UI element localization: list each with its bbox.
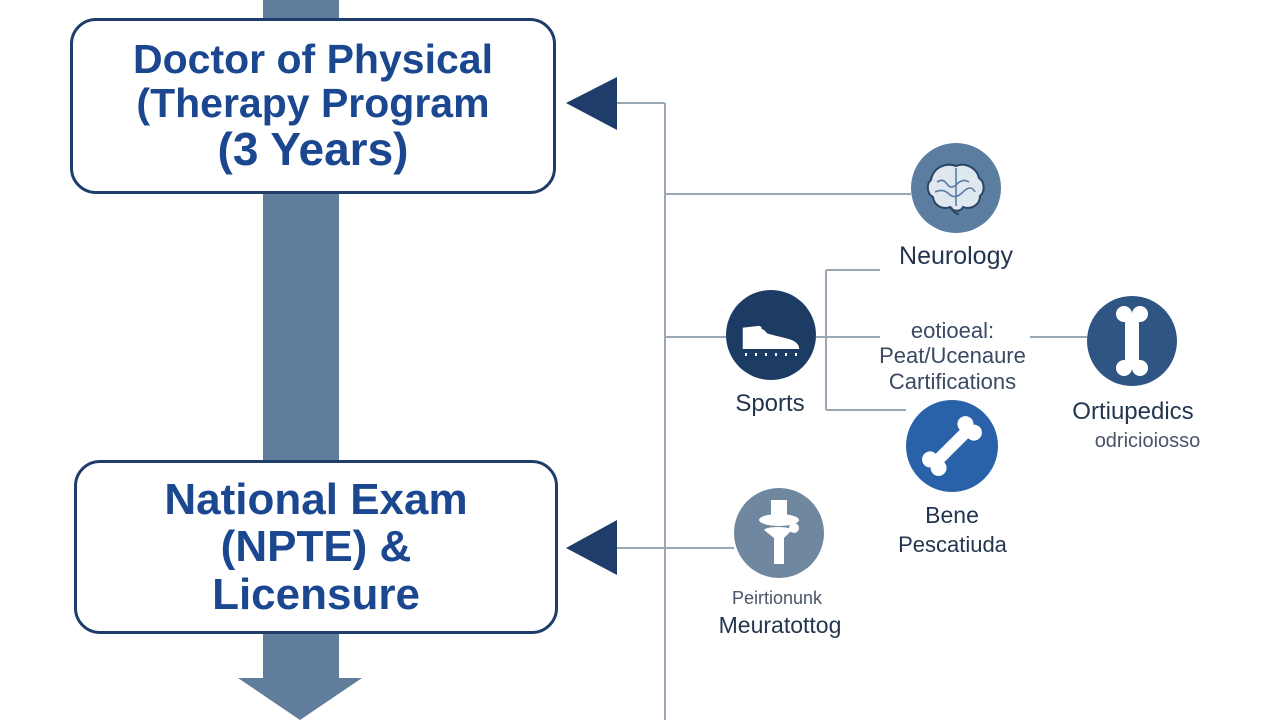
joint-label: Peirtionunk xyxy=(731,588,823,608)
bone-icon-diagonal xyxy=(906,400,998,492)
program-title-line1: Doctor of Physical xyxy=(133,35,493,82)
exam-title-line2: (NPTE) & xyxy=(220,522,412,572)
knee-joint-icon xyxy=(734,488,824,578)
joint-sublabel: Meuratottog xyxy=(718,612,842,638)
arrow-to-program-box xyxy=(566,77,617,130)
program-title-line3: (3 Years) xyxy=(217,123,409,176)
flow-bar-middle xyxy=(263,192,339,462)
flow-bar-top xyxy=(263,0,339,20)
certifications-label: eotioeal: Peat/Ucenaure Cartifications xyxy=(860,318,1045,394)
bone-label: Bene xyxy=(925,502,979,528)
shoe-icon xyxy=(726,290,816,380)
brain-icon xyxy=(911,143,1001,233)
exam-box: National Exam (NPTE) & Licensure xyxy=(74,460,558,634)
arrow-to-exam-box xyxy=(566,520,617,575)
certifications-line2: Peat/Ucenaure xyxy=(879,343,1026,369)
program-title-line2: (Therapy Program xyxy=(136,80,490,127)
sports-label: Sports xyxy=(735,390,805,417)
exam-title-line3: Licensure xyxy=(212,569,420,619)
program-box: Doctor of Physical (Therapy Program (3 Y… xyxy=(70,18,556,194)
flow-down-arrow xyxy=(238,678,362,720)
neurology-label: Neurology xyxy=(899,242,1013,270)
flow-bar-bottom xyxy=(263,632,339,682)
bone-icon xyxy=(1087,296,1177,386)
certifications-line1: eotioeal: xyxy=(910,318,995,343)
orthopedics-label: Ortiupedics xyxy=(1072,398,1194,425)
bone-sublabel: Pescatiuda xyxy=(898,532,1007,557)
exam-title-line1: National Exam xyxy=(164,474,468,524)
certifications-line3: Cartifications xyxy=(888,368,1017,394)
orthopedics-sublabel: odricioiosso xyxy=(1094,430,1201,452)
